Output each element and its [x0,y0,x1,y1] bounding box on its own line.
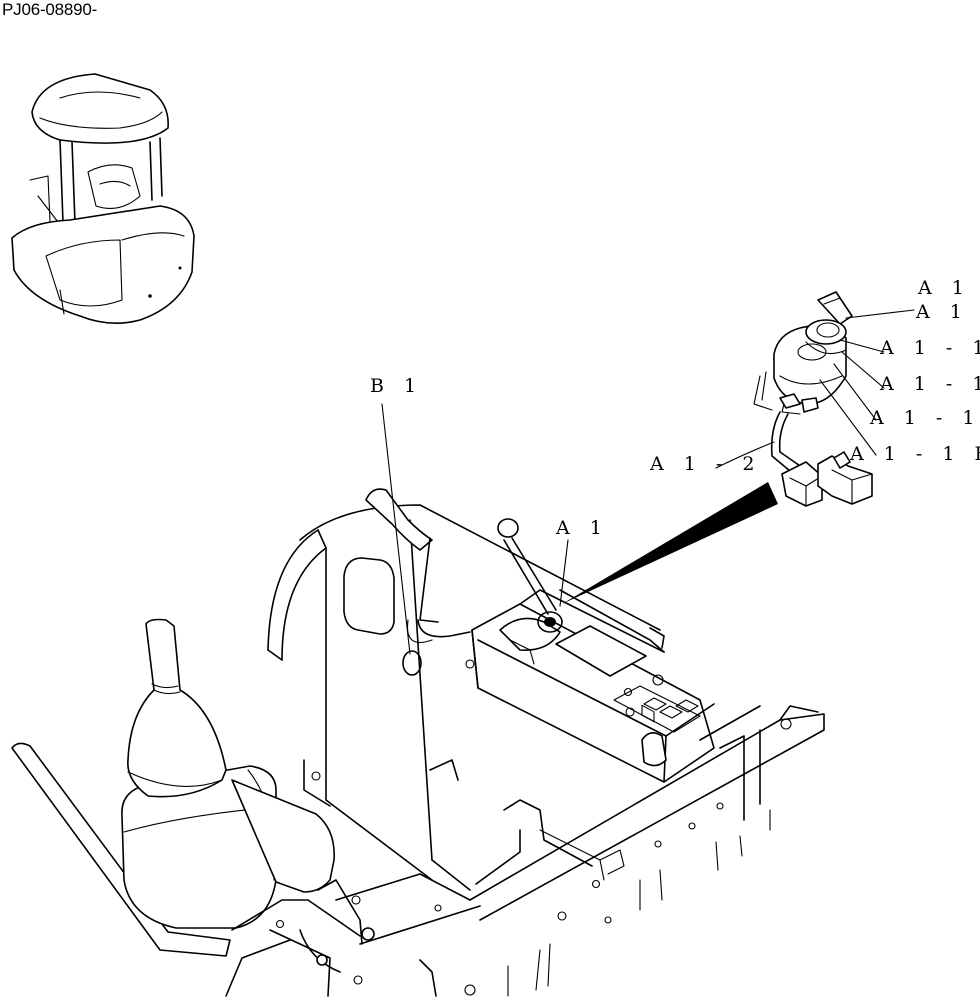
callout-leader-lines [381,309,915,655]
detail-pointer-wedge [562,482,778,604]
callout-a1-2: A 1 - 2 [649,453,761,475]
seat-and-control-lever [11,618,481,997]
key-switch-detail [753,291,873,507]
callout-a1-1c: A 1 - 1 C [879,373,980,395]
callout-a1-1e: A 1 - 1 E [869,407,980,429]
callout-a1: A 1 [555,517,609,539]
callout-a1-1b: A 1 - 1 B [849,443,980,465]
callout-a1-1d: A 1 - 1 D [879,337,980,359]
callout-b1: B 1 [370,375,423,397]
machine-overview-thumbnail [11,73,195,324]
drawing-reference-code: PJ06-08890- [2,0,98,19]
callout-a1-top2: A 1 - [915,301,980,323]
operator-console-assembly [267,488,825,997]
callout-a1-top1: A 1 - [917,277,980,299]
